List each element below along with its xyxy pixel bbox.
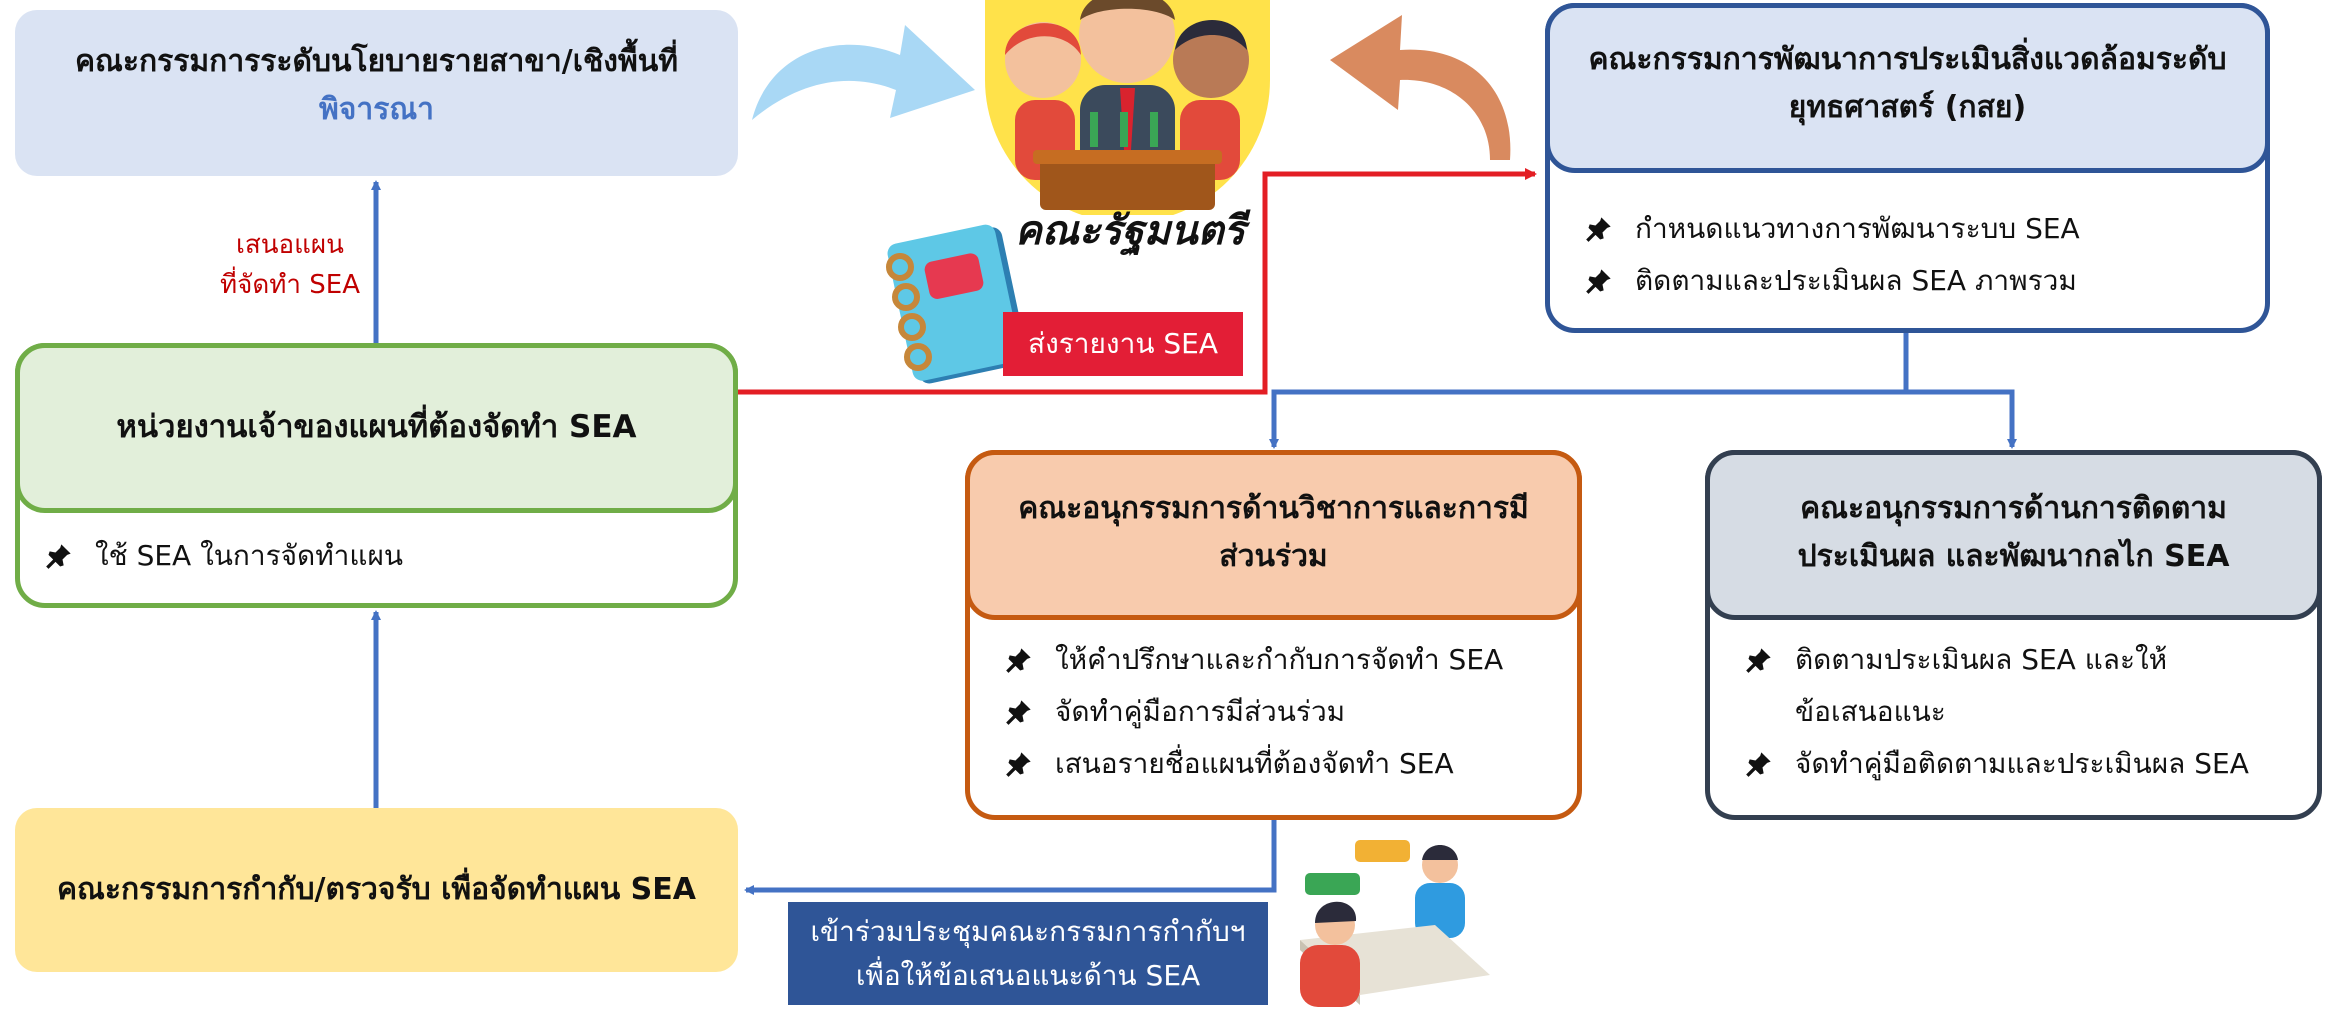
technical-item-text: เสนอรายชื่อแผนที่ต้องจัดทำ SEA — [1055, 747, 1454, 780]
meeting-people-icon — [1290, 835, 1490, 1007]
connector-to-technical — [1269, 389, 1906, 449]
propose-plan-label-line2: ที่จัดทำ SEA — [220, 270, 360, 300]
meeting-label: เข้าร่วมประชุมคณะกรรมการกำกับฯ เพื่อให้ข… — [788, 902, 1268, 1005]
meeting-label-line2: เพื่อให้ข้อเสนอแนะด้าน SEA — [855, 959, 1201, 992]
monitoring-item1-line1: ติดตามประเมินผล SEA และให้ — [1795, 643, 2168, 676]
report-sea-label-text: ส่งรายงาน SEA — [1028, 327, 1218, 360]
list-item: ติดตามและประเมินผล SEA ภาพรวม — [1585, 255, 2245, 307]
pushpin-icon — [1006, 700, 1031, 725]
list-item: ใช้ SEA ในการจัดทำแผน — [45, 530, 705, 582]
supervisory-committee-box: คณะกรรมการกำกับ/ตรวจรับ เพื่อจัดทำแผน SE… — [15, 808, 738, 972]
notebook-icon — [878, 222, 1028, 387]
monitoring-subcommittee-items: ติดตามประเมินผล SEA และให้ ข้อเสนอแนะ จั… — [1745, 634, 2305, 790]
connector-report-to-kasay — [738, 168, 1537, 395]
plan-owner-item-text: ใช้ SEA ในการจัดทำแผน — [95, 539, 403, 572]
cabinet-people-icon — [985, 0, 1270, 223]
pushpin-icon — [1746, 752, 1771, 777]
curved-arrow-right-icon — [752, 25, 975, 120]
curved-arrow-left-icon — [1330, 15, 1511, 160]
kasay-item-text: ติดตามและประเมินผล SEA ภาพรวม — [1635, 264, 2077, 297]
list-item: จัดทำคู่มือการมีส่วนร่วม — [1005, 686, 1565, 738]
plan-owner-header: หน่วยงานเจ้าของแผนที่ต้องจัดทำ SEA — [15, 343, 738, 513]
technical-subcommittee-title: คณะอนุกรรมการด้านวิชาการและการมี — [1018, 491, 1529, 526]
kasay-committee-items: กำหนดแนวทางการพัฒนาระบบ SEA ติดตามและประ… — [1585, 203, 2245, 307]
meeting-label-line1: เข้าร่วมประชุมคณะกรรมการกำกับฯ — [810, 915, 1246, 948]
monitoring-item-text: ติดตามประเมินผล SEA และให้ ข้อเสนอแนะ — [1795, 634, 2167, 738]
kasay-committee-header: คณะกรรมการพัฒนาการประเมินสิ่งแวดล้อมระดั… — [1545, 3, 2270, 173]
technical-subcommittee-header: คณะอนุกรรมการด้านวิชาการและการมี ส่วนร่ว… — [965, 450, 1582, 620]
technical-item-text: จัดทำคู่มือการมีส่วนร่วม — [1055, 695, 1346, 728]
propose-plan-label: เสนอแผน ที่จัดทำ SEA — [190, 225, 390, 305]
policy-committee-box: คณะกรรมการระดับนโยบายรายสาขา/เชิงพื้นที่… — [15, 10, 738, 176]
monitoring-item1-line2: ข้อเสนอแนะ — [1795, 695, 1946, 728]
technical-item-text: ให้คำปรึกษาและกำกับการจัดทำ SEA — [1055, 643, 1504, 676]
pushpin-icon — [1006, 648, 1031, 673]
technical-subcommittee-subtitle: ส่วนร่วม — [1219, 539, 1328, 574]
policy-committee-title: คณะกรรมการระดับนโยบายรายสาขา/เชิงพื้นที่ — [74, 44, 679, 79]
pushpin-icon — [1006, 752, 1031, 777]
policy-committee-subtitle: พิจารณา — [319, 92, 434, 127]
pushpin-icon — [1586, 217, 1611, 242]
propose-plan-label-line1: เสนอแผน — [236, 230, 344, 260]
pushpin-icon — [46, 544, 71, 569]
technical-subcommittee-items: ให้คำปรึกษาและกำกับการจัดทำ SEA จัดทำคู่… — [1005, 634, 1565, 790]
monitoring-subcommittee-header: คณะอนุกรรมการด้านการติดตาม ประเมินผล และ… — [1705, 450, 2322, 620]
monitoring-item-text: จัดทำคู่มือติดตามและประเมินผล SEA — [1795, 747, 2249, 780]
plan-owner-title: หน่วยงานเจ้าของแผนที่ต้องจัดทำ SEA — [116, 409, 637, 446]
list-item: ติดตามประเมินผล SEA และให้ ข้อเสนอแนะ — [1745, 634, 2305, 738]
plan-owner-items: ใช้ SEA ในการจัดทำแผน — [45, 530, 705, 582]
monitoring-subcommittee-title: คณะอนุกรรมการด้านการติดตาม — [1800, 491, 2227, 526]
pushpin-icon — [1586, 269, 1611, 294]
list-item: จัดทำคู่มือติดตามและประเมินผล SEA — [1745, 738, 2305, 790]
connector-to-monitoring — [1906, 389, 2017, 449]
report-sea-label: ส่งรายงาน SEA — [1003, 312, 1243, 376]
pushpin-icon — [1746, 648, 1771, 673]
list-item: ให้คำปรึกษาและกำกับการจัดทำ SEA — [1005, 634, 1565, 686]
connector-technical-to-supervisory — [744, 818, 1277, 895]
list-item: กำหนดแนวทางการพัฒนาระบบ SEA — [1585, 203, 2245, 255]
monitoring-subcommittee-subtitle: ประเมินผล และพัฒนากลไก SEA — [1797, 539, 2230, 574]
cabinet-label: คณะรัฐมนตรี — [1014, 208, 1246, 254]
kasay-item-text: กำหนดแนวทางการพัฒนาระบบ SEA — [1635, 212, 2080, 245]
supervisory-committee-title: คณะกรรมการกำกับ/ตรวจรับ เพื่อจัดทำแผน SE… — [56, 872, 696, 907]
list-item: เสนอรายชื่อแผนที่ต้องจัดทำ SEA — [1005, 738, 1565, 790]
kasay-committee-subtitle: ยุทธศาสตร์ (กสย) — [1788, 90, 2027, 125]
kasay-committee-title: คณะกรรมการพัฒนาการประเมินสิ่งแวดล้อมระดั… — [1588, 42, 2227, 77]
